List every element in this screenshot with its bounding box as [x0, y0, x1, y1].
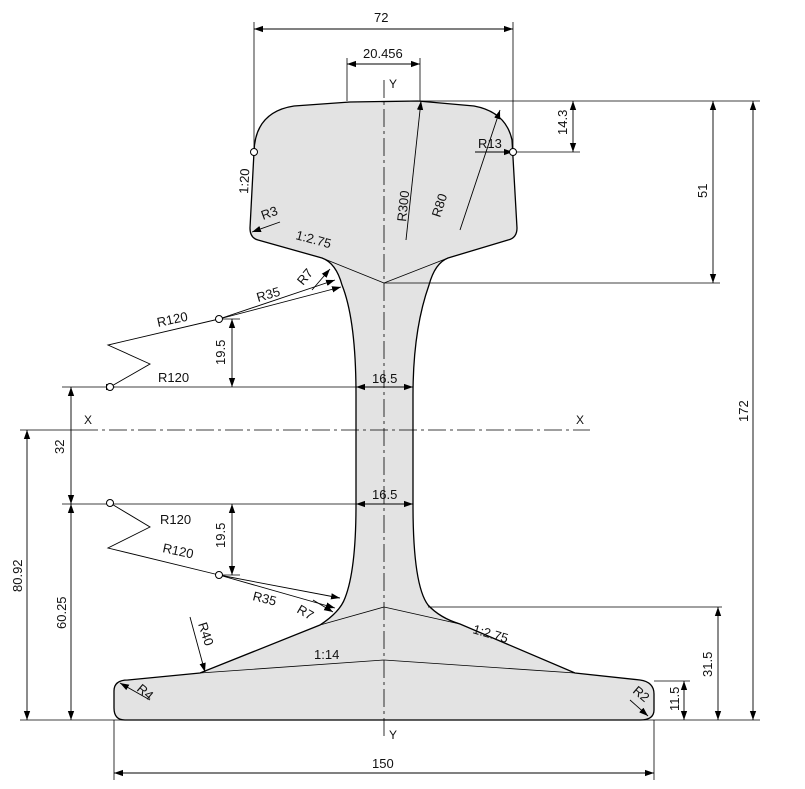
foot-top-line-left: [319, 606, 385, 626]
reference-point: [215, 571, 223, 579]
dim-foot-height: 31.5: [700, 652, 715, 677]
reference-point: [215, 315, 223, 323]
x-axis-label-left: X: [84, 413, 92, 427]
dim-upper-offset: 19.5: [213, 340, 228, 365]
y-axis-label-top: Y: [389, 77, 397, 91]
x-axis-label-right: X: [576, 413, 584, 427]
dim-centroid-height: 80.92: [10, 559, 25, 592]
dim-head-side-height: 14.3: [555, 110, 570, 135]
foot-top-line-right: [383, 606, 461, 625]
radius-r120-bot-b: R120: [161, 540, 195, 561]
radius-r120-bot-a: R120: [160, 512, 191, 527]
radius-r120-top-b: R120: [158, 370, 189, 385]
radius-r35-top: R35: [255, 284, 282, 305]
dim-web-upper: 16.5: [372, 371, 397, 386]
reference-point: [106, 383, 114, 391]
radius-r7-top: R7: [294, 266, 316, 288]
radius-r7-bot: R7: [295, 602, 317, 623]
slope-head-side: 1:20: [236, 168, 252, 194]
foot-taper-line-right: [383, 659, 576, 674]
radius-r80: R80: [429, 192, 451, 219]
radius-r40: R40: [195, 620, 217, 647]
dim-base-width: 150: [372, 756, 394, 771]
dim-total-height: 172: [736, 400, 751, 422]
slope-foot-mid: 1:14: [314, 647, 339, 662]
dim-head-depth: 51: [695, 184, 710, 198]
radius-r35-bot: R35: [251, 588, 278, 608]
dim-centroid-offset: 32: [52, 440, 67, 454]
reference-point: [509, 148, 517, 156]
dim-crown-width: 20.456: [363, 46, 403, 61]
head-underside-line-right: [383, 257, 449, 284]
reference-point: [106, 499, 114, 507]
radius-r3: R3: [259, 203, 280, 223]
radius-r120-top-a: R120: [156, 309, 190, 330]
foot-taper-line-left: [199, 659, 385, 674]
dim-lower-web-level: 60.25: [54, 596, 69, 629]
head-underside-line-left: [321, 257, 385, 284]
y-axis-label-bottom: Y: [389, 728, 397, 742]
reference-point: [250, 148, 258, 156]
dim-head-width: 72: [374, 10, 388, 25]
dim-lower-offset: 19.5: [213, 523, 228, 548]
dim-web-lower: 16.5: [372, 487, 397, 502]
radius-r300: R300: [394, 190, 412, 222]
dim-foot-edge: 11.5: [667, 687, 682, 711]
radius-r13: R13: [478, 136, 502, 151]
